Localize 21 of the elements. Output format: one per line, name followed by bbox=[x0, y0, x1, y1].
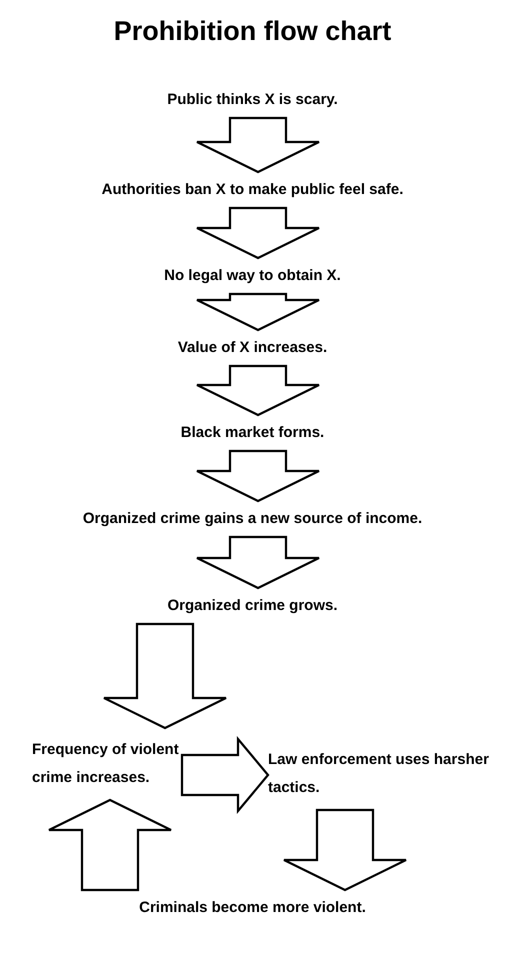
block-arrow bbox=[48, 798, 172, 892]
step-text: Frequency of violent crime increases. bbox=[32, 740, 180, 788]
step-text: Value of X increases. bbox=[176, 338, 328, 358]
step-text: Public thinks X is scary. bbox=[166, 90, 339, 110]
step-text: No legal way to obtain X. bbox=[163, 266, 342, 286]
step-text: Law enforcement uses harsher tactics. bbox=[268, 750, 490, 798]
step-text: Organized crime grows. bbox=[166, 596, 339, 616]
block-arrow bbox=[196, 450, 320, 502]
step-text: Criminals become more violent. bbox=[138, 898, 367, 918]
block-arrow bbox=[102, 622, 228, 730]
title: Prohibition flow chart bbox=[112, 15, 392, 48]
step-text: Organized crime gains a new source of income. bbox=[82, 509, 424, 529]
block-arrow bbox=[282, 808, 408, 892]
block-arrow bbox=[196, 116, 320, 174]
block-arrow bbox=[196, 206, 320, 260]
block-arrow bbox=[196, 536, 320, 590]
block-arrow bbox=[196, 292, 320, 332]
block-arrow bbox=[180, 736, 270, 814]
block-arrow bbox=[196, 364, 320, 416]
step-text: Black market forms. bbox=[180, 423, 326, 443]
step-text: Authorities ban X to make public feel safe. bbox=[100, 180, 404, 200]
